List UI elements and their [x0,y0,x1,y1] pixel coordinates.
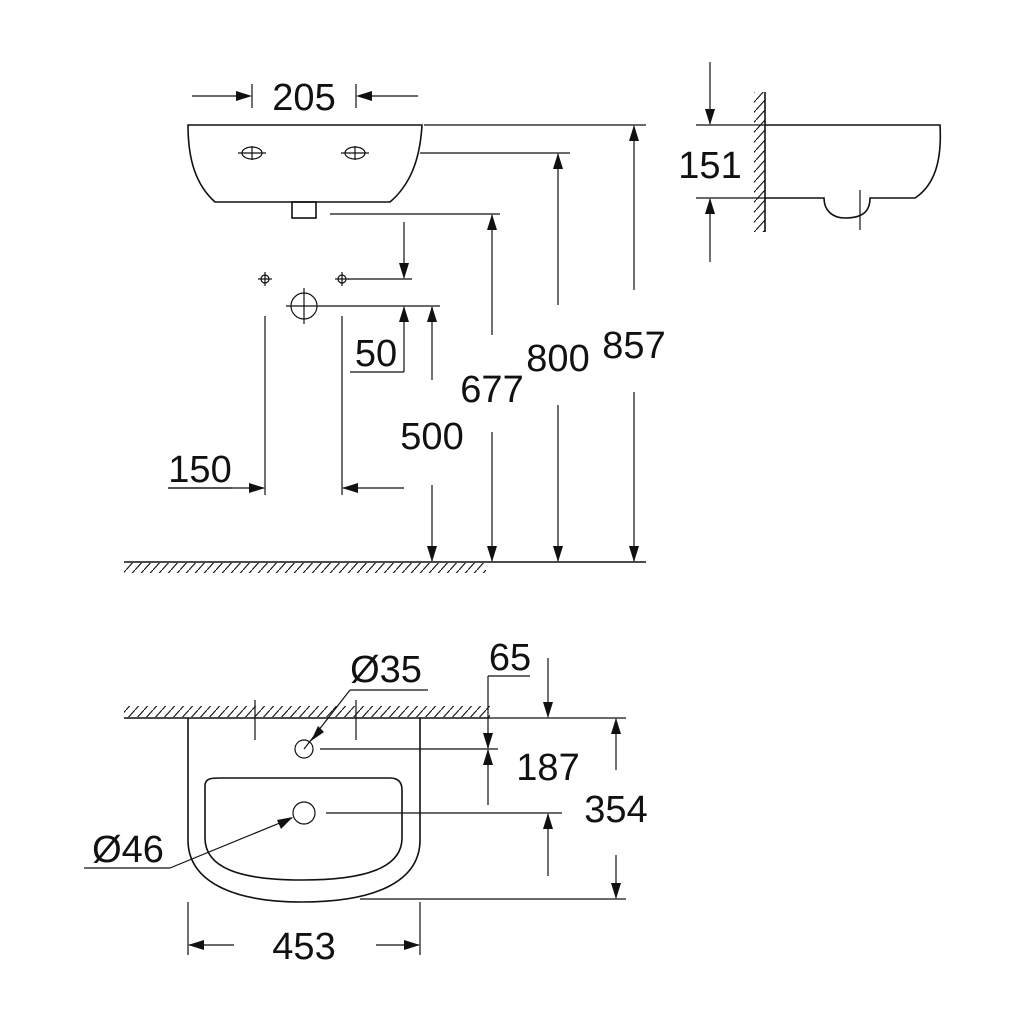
dim-187: 187 [516,747,579,789]
dim-857: 857 [602,325,665,367]
dim-65: 65 [489,637,531,679]
front-view: 205 150 50 [124,77,666,573]
side-view: 151 [678,62,942,262]
dim-354: 354 [584,789,647,831]
dim-800: 800 [526,338,589,380]
dim-50: 50 [355,333,397,375]
dim-500: 500 [400,416,463,458]
waste-connection [286,288,322,324]
side-basin-outline [765,124,942,219]
top-view: Ø35 Ø46 65 187 354 [84,637,648,968]
floor-hatch [124,563,486,573]
dim-diameter-35: Ø35 [350,649,422,691]
dim-150: 150 [168,449,231,491]
tap-hole-right [341,146,369,160]
dim-diameter-46: Ø46 [92,829,164,871]
dim-453: 453 [272,926,335,968]
front-basin-outline [187,124,423,203]
fixing-hole-right [335,272,349,286]
waste-outlet [291,201,317,219]
dim-677: 677 [460,369,523,411]
wall-hatch [754,92,765,232]
fixing-hole-left [258,272,272,286]
top-basin-outer [187,718,421,903]
top-bowl-inner [204,777,403,881]
dim-205: 205 [272,77,335,119]
dim-151: 151 [678,145,741,187]
tap-hole-35 [294,739,314,759]
top-wall-hatch [124,706,490,717]
tap-hole-left [238,146,266,160]
waste-hole-46 [292,801,316,825]
